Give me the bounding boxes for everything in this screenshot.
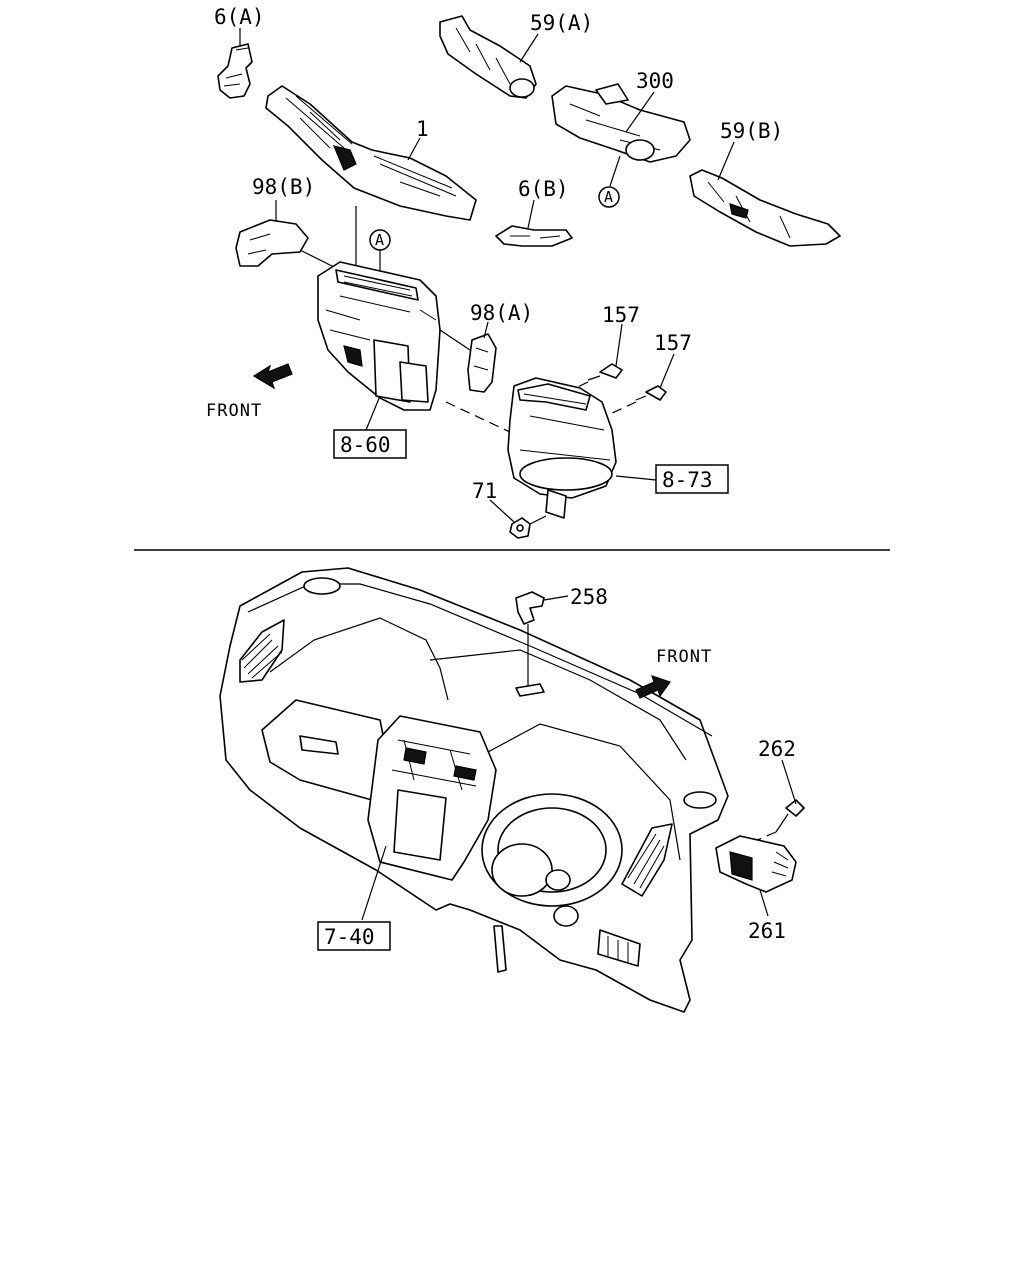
ref-box-7-40	[317, 921, 391, 951]
part-6a-elbow-duct	[217, 43, 253, 99]
part-1-defroster-nozzle	[265, 85, 477, 221]
label-59b: 59(B)	[720, 119, 783, 143]
label-6a: 6(A)	[214, 5, 265, 29]
connect-98a	[439, 329, 471, 351]
label-157a: 157	[602, 303, 640, 327]
label-258: 258	[570, 585, 608, 609]
circle-marker-a2	[598, 186, 620, 208]
leader-157a	[615, 323, 623, 367]
label-98b: 98(B)	[252, 175, 315, 199]
dash-line-1	[445, 401, 511, 433]
leader-59b	[717, 141, 735, 181]
part-258-clip	[515, 591, 545, 625]
ref-box-8-73	[655, 464, 729, 494]
circle-marker-a1-text: A	[375, 231, 384, 249]
leader-157b	[659, 353, 675, 389]
front-label-top: FRONT	[206, 401, 262, 421]
part-blower-unit	[507, 377, 617, 519]
circle-marker-a2-text: A	[604, 188, 613, 206]
circle-marker-a1	[369, 229, 391, 251]
part-262-bolt	[775, 799, 805, 833]
part-261-connector	[715, 835, 797, 893]
part-59b-duct	[689, 169, 841, 247]
ref-8-60: 8-60	[340, 433, 391, 457]
leader-261	[759, 889, 769, 917]
leader-a2	[609, 155, 621, 187]
part-98b-duct	[235, 219, 309, 267]
leader-6b	[527, 199, 535, 229]
screw-157-a	[587, 363, 623, 381]
label-6b: 6(B)	[518, 177, 569, 201]
leader-300	[625, 91, 655, 133]
leader-8-60	[365, 395, 381, 431]
label-98a: 98(A)	[470, 301, 533, 325]
part-6b-duct	[495, 225, 573, 247]
front-arrow-icon-top	[252, 363, 293, 390]
dash-line-3	[609, 401, 637, 415]
leader-59a	[519, 33, 539, 63]
leader-7-40	[361, 845, 387, 921]
leader-1	[407, 137, 421, 161]
label-71: 71	[472, 479, 497, 503]
part-heater-unit	[317, 261, 441, 411]
connect-98b	[299, 249, 337, 269]
leader-8-73	[615, 475, 657, 481]
ref-7-40: 7-40	[324, 925, 375, 949]
nut-71	[509, 517, 531, 539]
nut-71-connect	[529, 515, 547, 525]
leader-71	[489, 499, 515, 523]
part-300-vent-housing	[551, 83, 691, 163]
label-300: 300	[636, 69, 674, 93]
part-59a-duct	[439, 15, 537, 99]
ref-box-8-60	[333, 429, 407, 459]
part-98a-duct	[467, 333, 497, 393]
label-1: 1	[416, 117, 429, 141]
leader-262	[781, 759, 797, 805]
label-59a: 59(A)	[530, 11, 593, 35]
label-262: 262	[758, 737, 796, 761]
ref-8-73: 8-73	[662, 468, 713, 492]
label-157b: 157	[654, 331, 692, 355]
part-instrument-panel	[219, 567, 729, 1013]
front-arrow-icon-bottom	[635, 675, 671, 699]
label-261: 261	[748, 919, 786, 943]
leader-98a	[483, 321, 489, 339]
front-label-bottom: FRONT	[656, 647, 712, 667]
leader-258	[543, 595, 569, 601]
screw-157-b	[635, 385, 667, 401]
